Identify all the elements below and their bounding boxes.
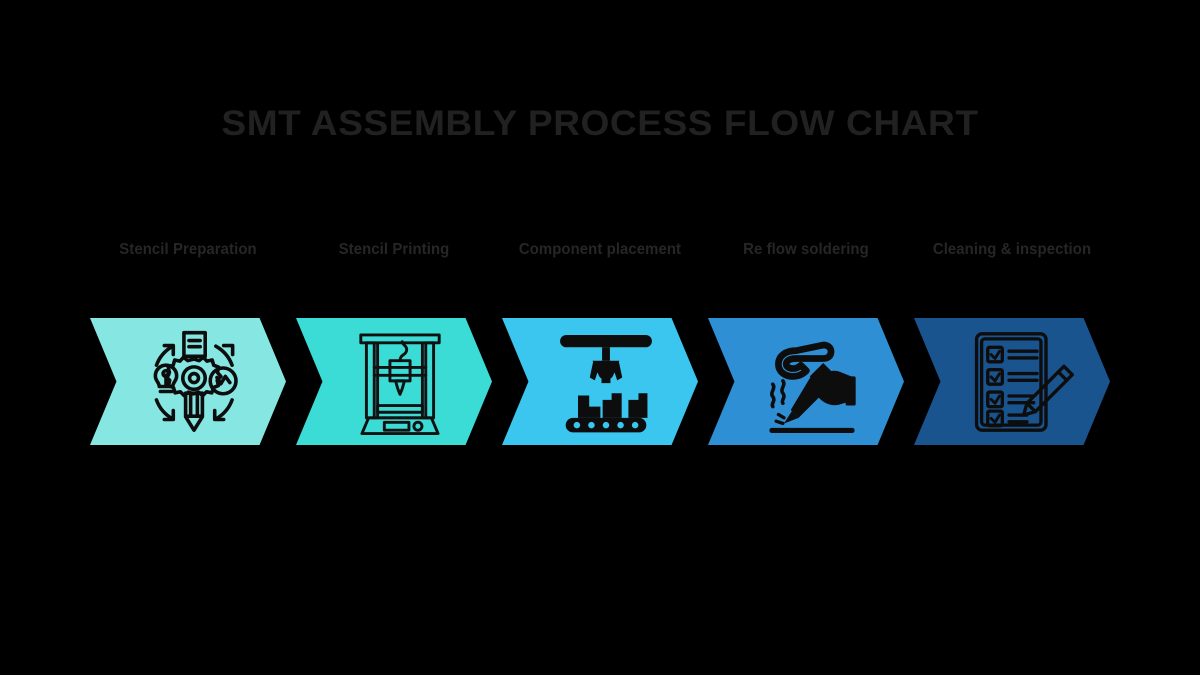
chevron-shape-3 xyxy=(502,318,698,445)
chevron-shape-1 xyxy=(90,318,286,445)
process-step-2[interactable]: Stencil Printing xyxy=(296,240,492,455)
process-step-1[interactable]: Stencil Preparation xyxy=(90,240,286,455)
chevron-shape-4 xyxy=(708,318,904,445)
process-step-5-chevron[interactable] xyxy=(914,318,1110,445)
process-step-1-label: Stencil Preparation xyxy=(119,241,257,258)
process-step-1-chevron[interactable] xyxy=(90,318,286,445)
process-step-3-label: Component placement xyxy=(518,241,682,258)
process-step-4-chevron[interactable] xyxy=(708,318,904,445)
process-step-3-chevron[interactable] xyxy=(502,318,698,445)
chevron-shape-5 xyxy=(914,318,1110,445)
process-step-3[interactable]: Component placement xyxy=(502,240,698,455)
process-flow-diagram: Stencil Preparation xyxy=(90,240,1110,455)
process-step-2-label: Stencil Printing xyxy=(338,241,450,258)
process-step-5-label: Cleaning & inspection xyxy=(932,241,1092,258)
page-title: SMT ASSEMBLY PROCESS FLOW CHART xyxy=(221,104,979,143)
process-step-4-label: Re flow soldering xyxy=(743,241,869,258)
process-step-2-chevron[interactable] xyxy=(296,318,492,445)
process-step-4[interactable]: Re flow soldering xyxy=(708,240,904,455)
process-step-5[interactable]: Cleaning & inspection xyxy=(914,240,1110,455)
chevron-shape-2 xyxy=(296,318,492,445)
